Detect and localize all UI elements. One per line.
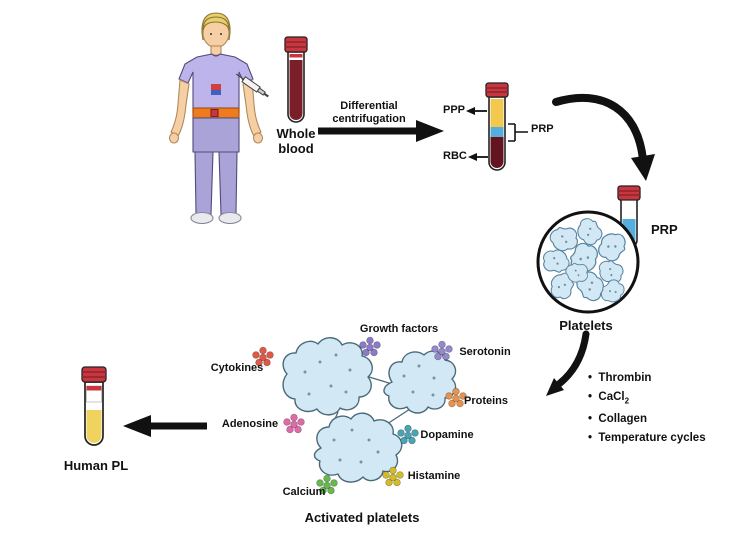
tube-cap [81, 366, 107, 383]
growth-factors-label: Growth factors [359, 323, 439, 335]
adenosine-cluster [283, 413, 305, 434]
platelets-label: Platelets [559, 318, 613, 333]
rbc-layer [490, 137, 504, 169]
arrow-to-activation [546, 330, 590, 396]
bullet: • [588, 372, 593, 384]
platelets-dish [536, 210, 640, 314]
additive-label: Temperature cycles [598, 432, 706, 445]
left-hand [168, 132, 180, 144]
centrifugation-label: Differential centrifugation [332, 100, 406, 125]
additive-label: Collagen [598, 413, 647, 426]
tube-cap [617, 185, 641, 201]
additive-thrombin: • Thrombin [588, 369, 706, 388]
proteins-label: Proteins [463, 395, 509, 407]
growth-factors-cluster [359, 336, 381, 357]
prp-bracket [508, 123, 528, 142]
human-pl-label: Human PL [63, 458, 129, 473]
whole-blood-label: Whole blood [276, 126, 316, 156]
rbc-label: RBC [443, 150, 467, 162]
dopamine-cluster [397, 424, 419, 445]
right-arm [242, 79, 262, 137]
centrifugation-arrow [318, 120, 444, 142]
pants-hips [192, 117, 240, 153]
additive-label: Thrombin [598, 372, 652, 384]
additive-collagen: • Collagen [588, 410, 706, 429]
person-figure [168, 12, 264, 225]
arrow-to-human-pl [123, 415, 207, 437]
calcium-label: Calcium [282, 486, 326, 498]
right-leg [218, 151, 238, 215]
prp-layer-label: PRP [531, 123, 554, 135]
cytokines-label: Cytokines [210, 362, 264, 374]
blood-fill [289, 60, 303, 120]
tube-cap [284, 36, 308, 53]
rbc-arrow [468, 153, 488, 161]
right-shoe [218, 211, 242, 225]
shirt [178, 53, 254, 114]
activated-blob [313, 412, 403, 483]
whole-blood-tube [284, 36, 308, 123]
additive-label: CaCl [598, 391, 625, 403]
bullet: • [588, 432, 593, 445]
right-hand [252, 132, 264, 144]
shirt-emblem2 [211, 90, 221, 95]
serotonin-label: Serotonin [459, 346, 511, 358]
prp-tube-label: PRP [651, 222, 678, 237]
neck [210, 45, 222, 56]
hair-fringe [202, 16, 230, 31]
histamine-label: Histamine [407, 470, 461, 482]
syringe-icon [235, 73, 269, 98]
human-pl-tube [81, 366, 107, 446]
tube-label-stripe [86, 386, 102, 391]
left-leg [194, 151, 214, 215]
centrifuged-tube [485, 82, 509, 171]
shirt-emblem [211, 84, 221, 90]
adenosine-label: Adenosine [221, 418, 279, 430]
belt-buckle [210, 108, 219, 118]
additive-subscript: 2 [624, 396, 630, 406]
ppp-layer [490, 99, 504, 127]
tube-cap [485, 82, 509, 98]
additive-cacl2: • CaCl2 [588, 388, 706, 410]
left-shoe [190, 211, 214, 225]
bullet: • [588, 413, 593, 426]
bullet: • [588, 391, 593, 403]
activated-blob [383, 350, 457, 414]
activated-platelets-label: Activated platelets [304, 510, 420, 525]
prp-layer [490, 127, 504, 137]
additive-temperature-cycles: • Temperature cycles [588, 429, 706, 448]
activated-platelets [282, 337, 457, 483]
tube-ring [289, 54, 303, 58]
dopamine-label: Dopamine [420, 429, 474, 441]
activated-blob [282, 337, 373, 416]
left-arm [170, 79, 190, 137]
arrow-to-prp-tube [552, 93, 655, 181]
pl-liquid [86, 410, 102, 444]
ppp-arrow [466, 107, 487, 115]
ppp-label: PPP [443, 104, 466, 116]
additives-list: • Thrombin • CaCl2 • Collagen • Temperat… [588, 369, 706, 448]
